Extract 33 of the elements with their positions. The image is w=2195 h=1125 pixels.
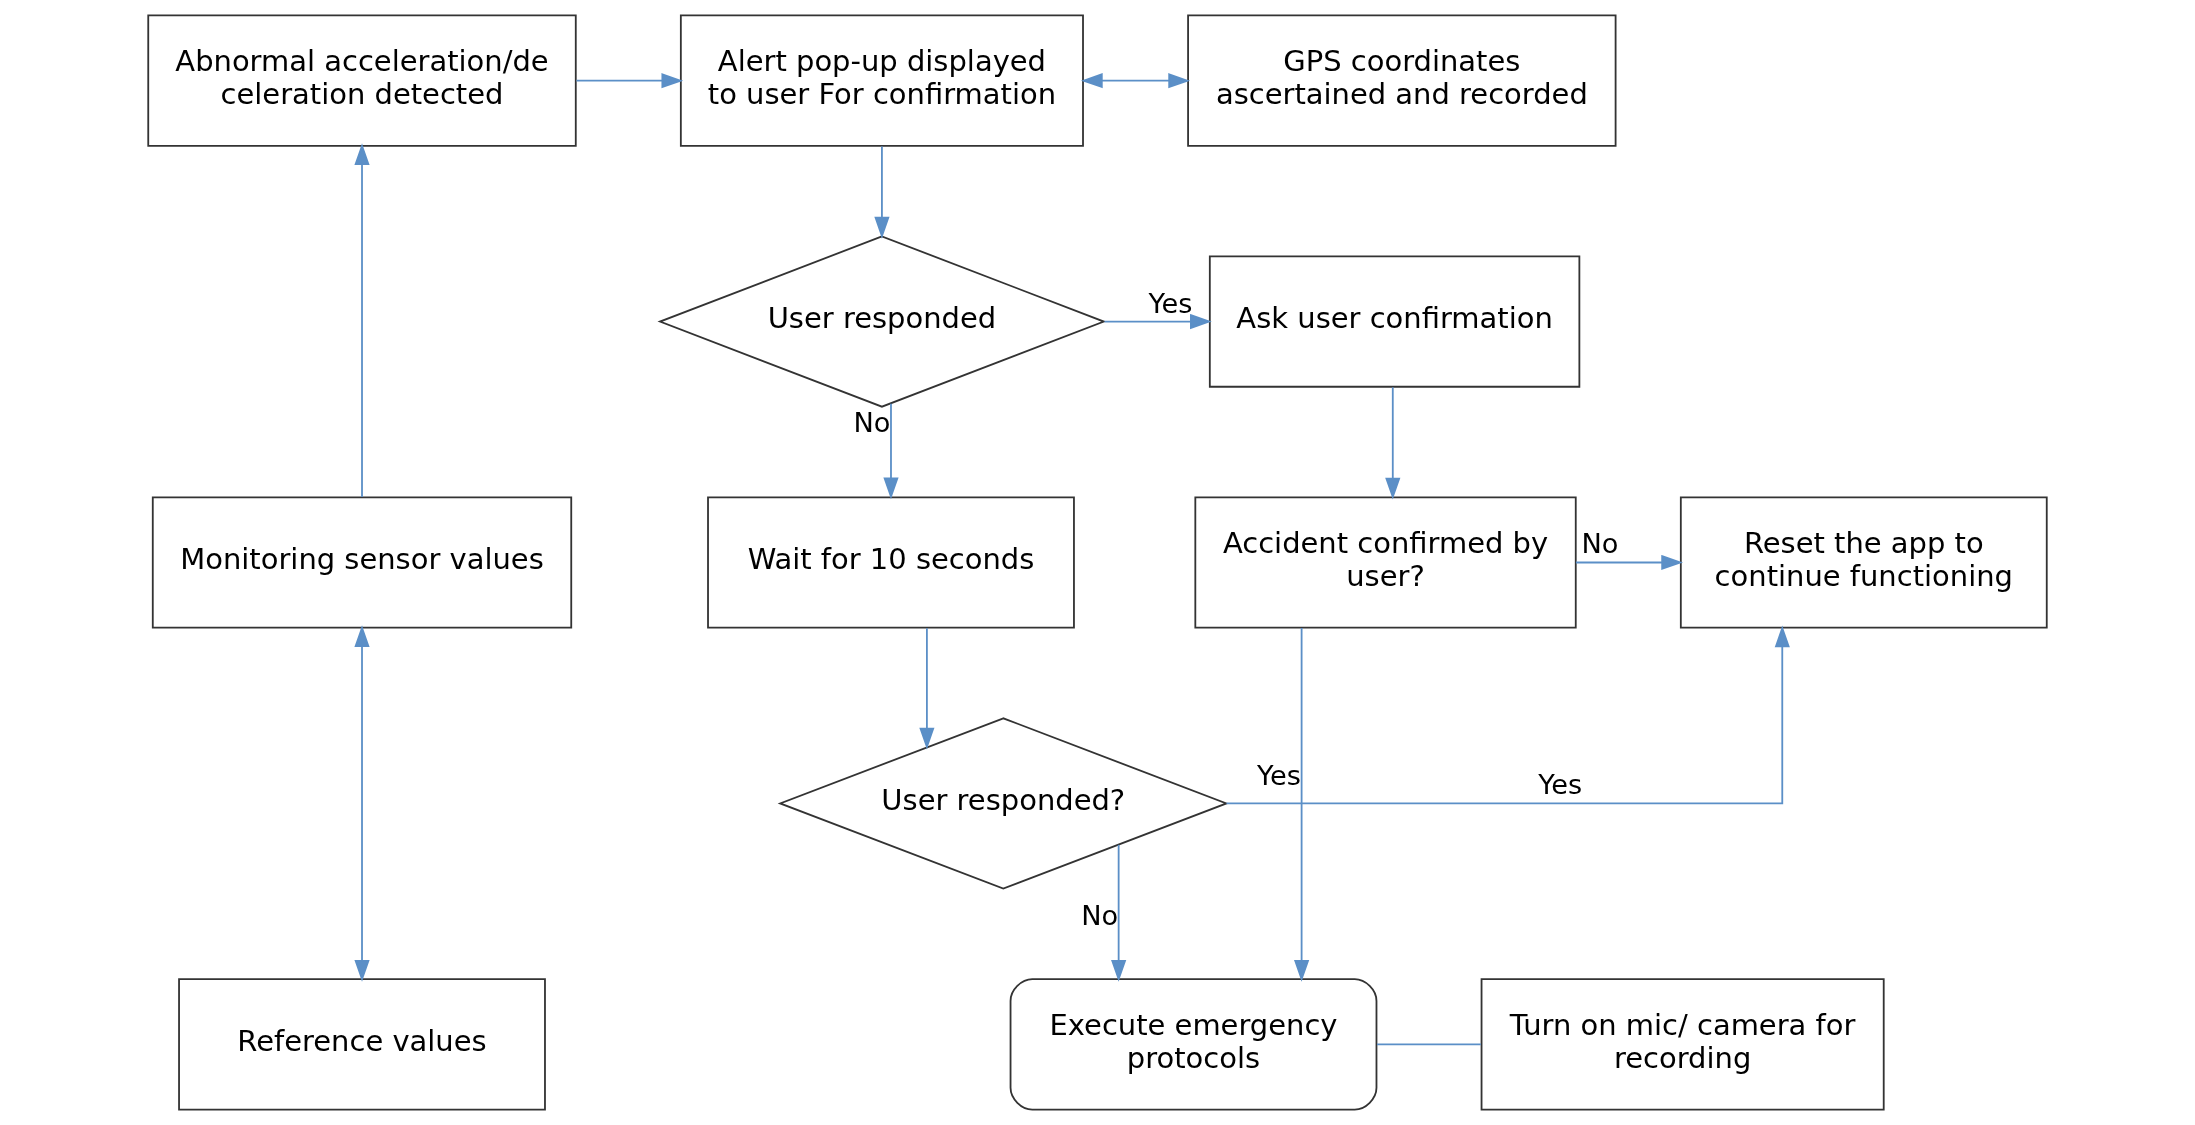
node-box: Wait for 10 seconds: [707, 496, 1075, 629]
edge-label: No: [853, 407, 891, 439]
node-box: Turn on mic/ camera for recording: [1480, 978, 1885, 1111]
arrow: [1103, 313, 1212, 330]
node-box: Execute emergency protocols: [1009, 978, 1378, 1111]
arrow: [883, 402, 899, 500]
node-box: GPS coordinates ascertained and recorded: [1187, 14, 1617, 147]
node-box: Abnormal acceleration/deceleration detected: [147, 14, 577, 147]
arrow: [354, 143, 370, 498]
node-box: Reference values: [178, 978, 546, 1111]
node-box: Reset the app to continue functioning: [1679, 496, 2048, 629]
node-diamond: User responded?: [777, 717, 1229, 890]
arrow: [1294, 627, 1310, 982]
node-box: Accident confirmed by user?: [1194, 496, 1577, 629]
arrow: [1225, 625, 1790, 805]
edge-label: Yes: [1257, 760, 1301, 792]
arrow: [919, 627, 935, 750]
edge-label: No: [1081, 899, 1119, 931]
arrow: [1080, 73, 1191, 89]
node-box: Ask user confirmation: [1208, 255, 1581, 388]
arrow: [575, 73, 684, 89]
node-box: Alert pop-up displayed to user For confirmation: [679, 14, 1084, 147]
arrow: [1111, 843, 1127, 982]
edge-label: Yes: [1148, 287, 1193, 319]
arrow: [1385, 386, 1401, 500]
edge-label: No: [1581, 528, 1619, 560]
edge-label: Yes: [1538, 769, 1583, 801]
connector: [1376, 1043, 1482, 1046]
arrow: [1575, 554, 1684, 571]
node-diamond: User responded: [657, 235, 1107, 408]
arrow: [874, 145, 890, 239]
node-box: Monitoring sensor values: [151, 496, 573, 629]
arrow: [354, 625, 370, 982]
